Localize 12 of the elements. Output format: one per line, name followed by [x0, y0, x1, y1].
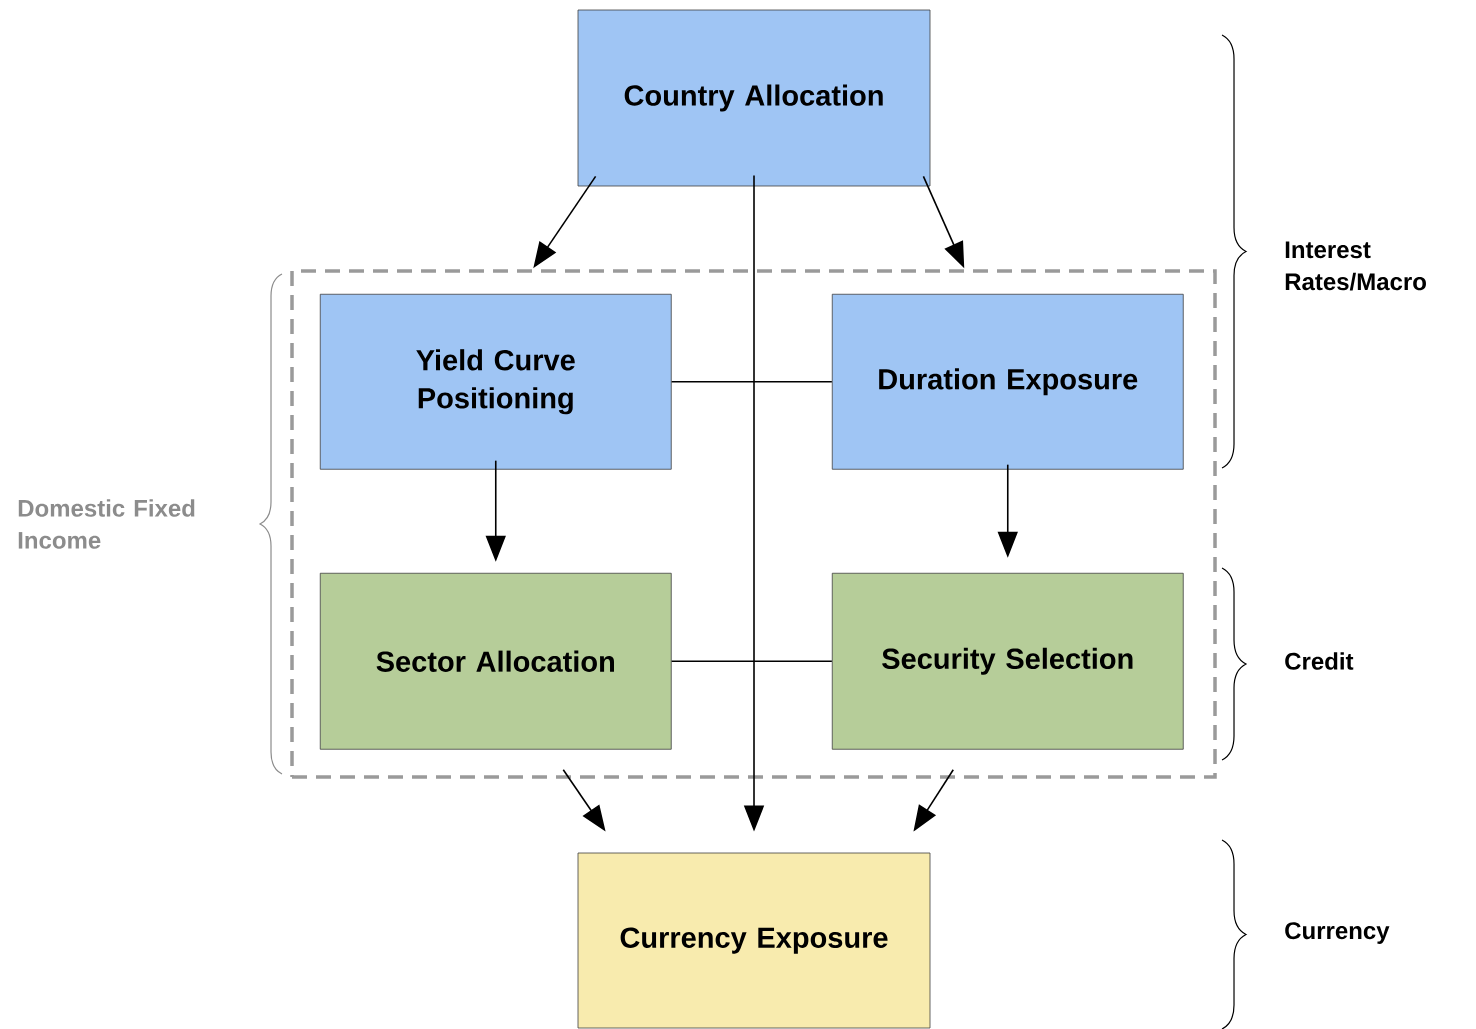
process-box: Security Selection [831, 572, 1184, 750]
process-box: Yield Curve Positioning [319, 293, 672, 470]
group-label: Domestic Fixed Income [18, 499, 195, 549]
process-box: Currency Exposure [577, 852, 931, 1029]
process-box: Duration Exposure [831, 293, 1184, 470]
brace-label: Currency [1285, 922, 1390, 944]
process-box: Sector Allocation [319, 572, 672, 750]
brace-label: Credit [1285, 652, 1354, 670]
brace-label: Interest Rates/Macro [1285, 241, 1426, 291]
connector-line [670, 660, 833, 663]
connector-line [670, 380, 833, 383]
process-box: Country Allocation [577, 9, 931, 187]
